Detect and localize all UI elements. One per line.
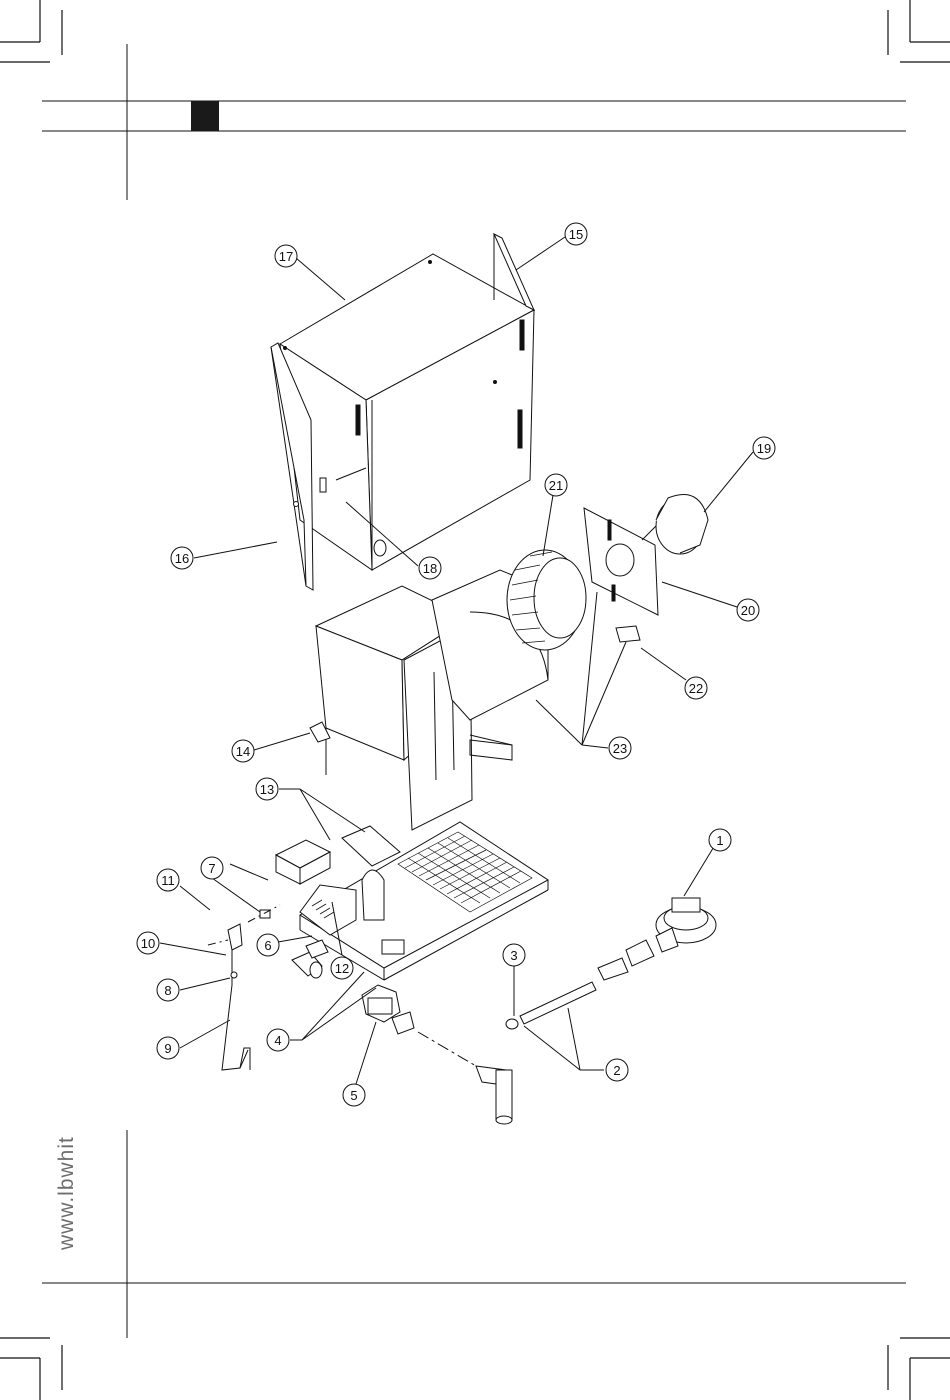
svg-text:4: 4 <box>274 1033 281 1048</box>
callout-15: 15 <box>565 223 587 245</box>
callout-21: 21 <box>545 474 567 496</box>
svg-text:8: 8 <box>164 983 171 998</box>
svg-text:23: 23 <box>613 741 627 756</box>
callout-7: 7 <box>201 857 223 879</box>
callout-16: 16 <box>171 547 193 569</box>
website-url: www.lbwhit <box>55 1110 79 1250</box>
callout-11: 11 <box>157 869 179 891</box>
callout-4: 4 <box>267 1029 289 1051</box>
svg-text:9: 9 <box>164 1041 171 1056</box>
svg-text:1: 1 <box>716 833 723 848</box>
svg-text:21: 21 <box>549 478 563 493</box>
svg-text:6: 6 <box>264 938 271 953</box>
callout-1: 1 <box>709 829 731 851</box>
callout-12: 12 <box>331 957 353 979</box>
svg-text:12: 12 <box>335 961 349 976</box>
callout-3: 3 <box>503 944 525 966</box>
svg-text:16: 16 <box>175 551 189 566</box>
svg-text:11: 11 <box>161 873 175 888</box>
svg-text:2: 2 <box>613 1063 620 1078</box>
svg-text:5: 5 <box>350 1088 357 1103</box>
svg-text:18: 18 <box>423 561 437 576</box>
callout-9: 9 <box>157 1037 179 1059</box>
cabinet-assembly <box>271 234 534 590</box>
callout-20: 20 <box>737 599 759 621</box>
callout-23: 23 <box>609 737 631 759</box>
callout-18: 18 <box>419 557 441 579</box>
callout-6: 6 <box>257 934 279 956</box>
callout-2: 2 <box>606 1059 628 1081</box>
svg-text:3: 3 <box>510 948 517 963</box>
callout-14: 14 <box>232 740 254 762</box>
callout-10: 10 <box>137 932 159 954</box>
svg-text:10: 10 <box>141 936 155 951</box>
callout-19: 19 <box>753 437 775 459</box>
callout-13: 13 <box>256 778 278 800</box>
svg-text:13: 13 <box>260 782 274 797</box>
callout-22: 22 <box>685 677 707 699</box>
callout-17: 17 <box>275 245 297 267</box>
svg-text:7: 7 <box>208 861 215 876</box>
svg-text:22: 22 <box>689 681 703 696</box>
svg-text:19: 19 <box>757 441 771 456</box>
svg-text:14: 14 <box>236 744 250 759</box>
svg-text:15: 15 <box>569 227 583 242</box>
svg-text:17: 17 <box>279 249 293 264</box>
callout-5: 5 <box>343 1084 365 1106</box>
callout-8: 8 <box>157 979 179 1001</box>
svg-text:20: 20 <box>741 603 755 618</box>
header-block <box>191 101 219 131</box>
